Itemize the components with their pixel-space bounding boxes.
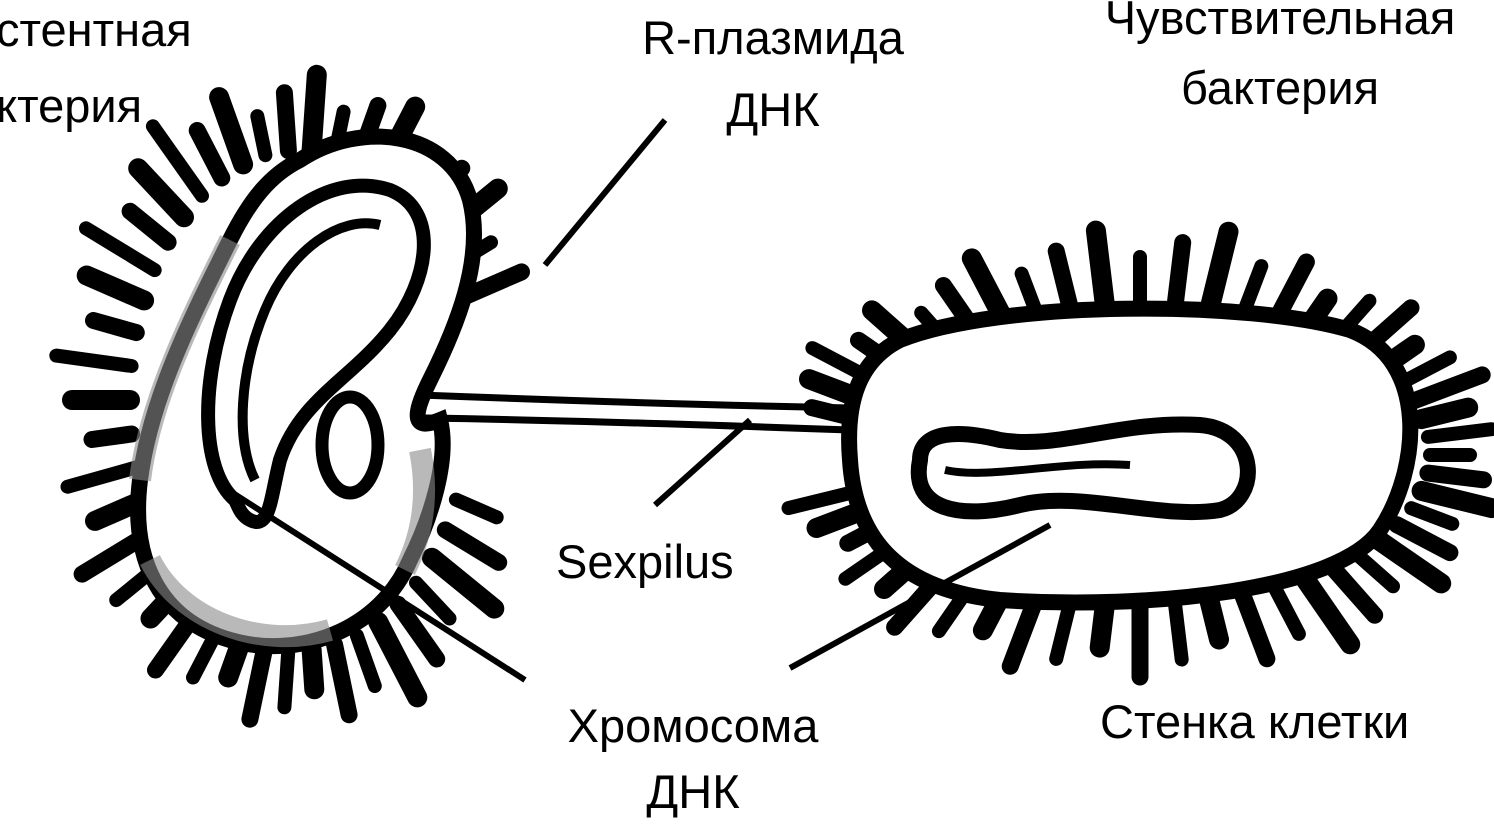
pilus	[197, 131, 222, 179]
r-plasmid-label-line2: ДНК	[608, 84, 938, 136]
pilus	[1175, 243, 1183, 307]
pilus	[219, 97, 243, 164]
sexpilus-label-text: Sexpilus	[556, 536, 734, 588]
pilus	[1096, 231, 1105, 307]
r-plasmid-label-line1: R-плазмида	[608, 12, 938, 64]
pilus	[1275, 588, 1299, 634]
pilus	[284, 649, 288, 707]
pilus	[312, 75, 317, 151]
pilus	[138, 168, 184, 217]
r-plasmid-label: R-плазмида ДНК	[608, 12, 938, 136]
sensitive-bacterium-body	[849, 309, 1410, 603]
pilus	[86, 228, 155, 270]
sensitive-bacterium-label-line1: Чувствительная	[1070, 0, 1490, 44]
pilus	[1056, 251, 1070, 309]
resistant-bacterium-label-line2: ктерия	[0, 80, 192, 132]
pilus	[284, 93, 288, 151]
pilus	[1422, 408, 1469, 420]
pilus	[1332, 567, 1374, 615]
pilus	[357, 636, 375, 686]
sexpilus-leader	[655, 420, 750, 505]
chromosome-label: Хромосома ДНК	[528, 700, 858, 818]
pilus	[87, 276, 144, 301]
pilus	[1411, 508, 1452, 524]
chromosome-label-line1: Хромосома	[528, 700, 858, 752]
sensitive-bacterium-label-line2: бактерия	[1070, 62, 1490, 114]
sexpilus-label: Sexpilus	[556, 536, 734, 588]
pilus	[56, 356, 131, 366]
pilus	[1209, 232, 1228, 310]
pilus	[312, 649, 315, 689]
cell-wall-label: Стенка клетки	[1100, 696, 1409, 748]
pilus	[335, 645, 350, 715]
pilus	[130, 211, 168, 242]
pilus	[1428, 473, 1484, 480]
pilus	[94, 321, 137, 333]
pilus	[456, 500, 497, 518]
pilus	[250, 645, 266, 719]
pilus	[445, 530, 498, 563]
sexpilus-bridge	[420, 395, 850, 430]
pilus	[92, 434, 132, 440]
pilus	[1243, 595, 1267, 659]
pilus	[1209, 601, 1219, 640]
resistant-bacterium-label-line1: стентная	[0, 4, 192, 56]
pilus	[1175, 604, 1182, 660]
r-plasmid-leader	[545, 120, 665, 265]
cell-wall-label-text: Стенка клетки	[1100, 696, 1409, 748]
chromosome-label-line2: ДНК	[528, 766, 858, 818]
pilus	[1428, 429, 1492, 437]
pilus	[257, 116, 265, 155]
pilus	[1100, 604, 1105, 648]
pilus	[1422, 491, 1492, 508]
sensitive-bacterium-label: Чувствительная бактерия	[1070, 0, 1490, 114]
resistant-bacterium-label: стентная ктерия	[0, 4, 192, 132]
pilus	[1357, 555, 1393, 587]
pilus	[68, 467, 137, 486]
